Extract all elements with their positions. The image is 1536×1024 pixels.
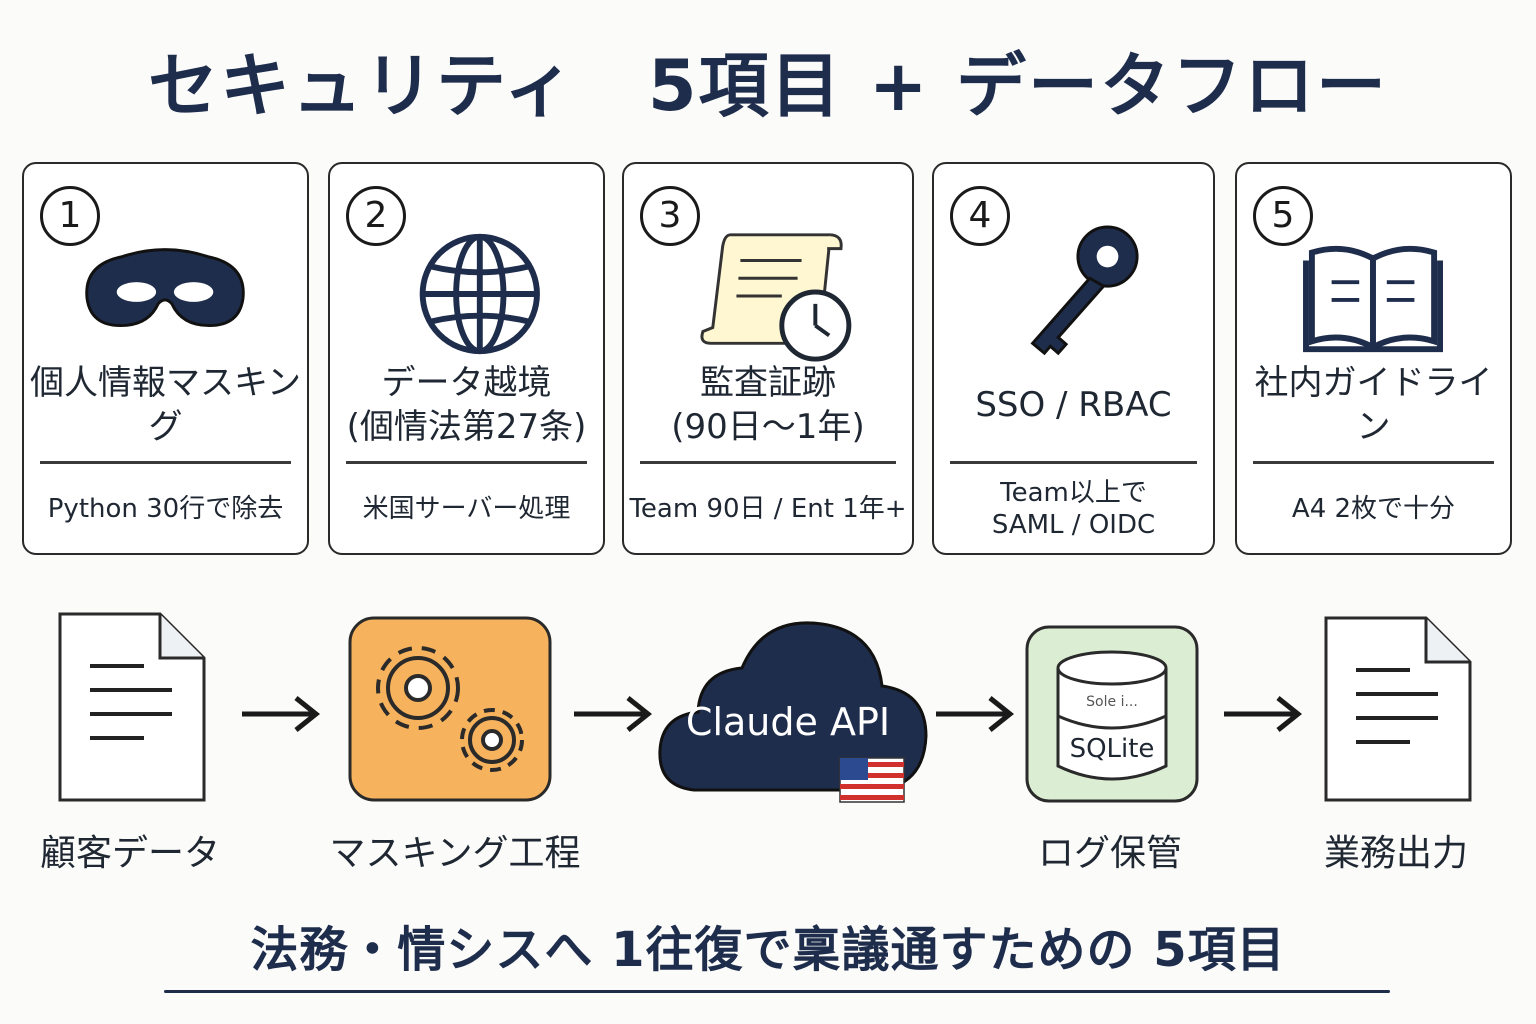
flow-label-masking-process: マスキング工程 (329, 833, 581, 874)
card-note: 米国サーバー処理 (334, 468, 599, 550)
card-audit-trail: 3 監査証跡 (90日〜1年) Team 90日 / Ent 1年+ (622, 162, 914, 555)
arrow-right-icon (1224, 696, 1303, 732)
book-icon (1303, 245, 1443, 353)
document-icon (58, 612, 206, 802)
card-number: 5 (1253, 186, 1313, 246)
card-guidelines: 5 社内ガイドライン A4 2枚で十分 (1235, 162, 1512, 555)
document-icon (1324, 616, 1472, 802)
cloud-icon (658, 621, 928, 803)
card-note: Team 90日 / Ent 1年+ (628, 468, 908, 550)
arrow-right-icon (936, 696, 1015, 732)
card-note-line: Team以上で (1000, 478, 1147, 508)
card-number: 3 (640, 186, 700, 246)
database-top-text: Sole i... (1086, 694, 1138, 710)
card-note-line: A4 2枚で十分 (1291, 494, 1456, 524)
page-title: セキュリティ 5項目 + データフロー (148, 45, 1388, 127)
card-label: 監査証跡 (90日〜1年) (628, 360, 908, 450)
card-pii-masking: 1 個人情報マスキング Python 30行で除去 (22, 162, 309, 555)
card-label-line: 監査証跡 (700, 363, 836, 403)
card-label: データ越境 (個情法第27条) (334, 360, 599, 450)
database-label: SQLite (1069, 734, 1155, 764)
flow-step-log-storage: Sole i... SQLite (1024, 624, 1200, 804)
card-divider (1253, 461, 1494, 464)
card-label: 社内ガイドライン (1241, 360, 1506, 450)
card-note: A4 2枚で十分 (1241, 468, 1506, 550)
card-note-line: SAML / OIDC (991, 510, 1156, 540)
card-divider (640, 461, 896, 464)
card-label-line: (個情法第27条) (346, 407, 587, 447)
card-number: 2 (346, 186, 406, 246)
card-number: 4 (950, 186, 1010, 246)
database-icon (1025, 625, 1199, 803)
cloud-label: Claude API (685, 700, 891, 744)
card-number: 1 (40, 186, 100, 246)
us-flag-icon (839, 757, 905, 803)
arrow-right-icon (242, 696, 321, 732)
card-note-line: Team 90日 / Ent 1年+ (629, 494, 907, 524)
card-label: 個人情報マスキング (28, 360, 303, 450)
flow-label-customer-data: 顧客データ (39, 833, 220, 874)
card-label-line: SSO / RBAC (975, 385, 1172, 425)
card-sso-rbac: 4 SSO / RBAC Team以上で SAML / OIDC (932, 162, 1215, 555)
flow-step-claude-api: Claude API (654, 612, 934, 812)
card-divider (346, 461, 587, 464)
gears-icon (348, 616, 552, 802)
card-label-line: 個人情報マスキング (30, 363, 301, 447)
bottom-caption: 法務・情シスへ 1往復で稟議通すための 5項目 (250, 922, 1286, 978)
card-divider (950, 461, 1197, 464)
globe-icon (419, 233, 540, 355)
card-note: Python 30行で除去 (28, 468, 303, 550)
bottom-underline (164, 990, 1390, 993)
card-note-line: 米国サーバー処理 (362, 494, 571, 524)
card-label-line: (90日〜1年) (671, 407, 865, 447)
flow-label-business-output: 業務出力 (1323, 833, 1468, 874)
mask-icon (85, 248, 245, 328)
arrow-right-icon (574, 696, 653, 732)
scroll-clock-icon (700, 233, 852, 362)
card-divider (40, 461, 291, 464)
card-note: Team以上で SAML / OIDC (938, 468, 1209, 550)
card-note-line: Python 30行で除去 (47, 494, 284, 524)
card-label-line: 社内ガイドライン (1254, 363, 1493, 447)
card-label: SSO / RBAC (938, 360, 1209, 450)
key-icon (1030, 225, 1139, 356)
flow-label-log-storage: ログ保管 (1037, 833, 1182, 874)
card-label-line: データ越境 (381, 363, 552, 403)
card-data-transfer: 2 データ越境 (個情法第27条) 米国サーバー処理 (328, 162, 605, 555)
